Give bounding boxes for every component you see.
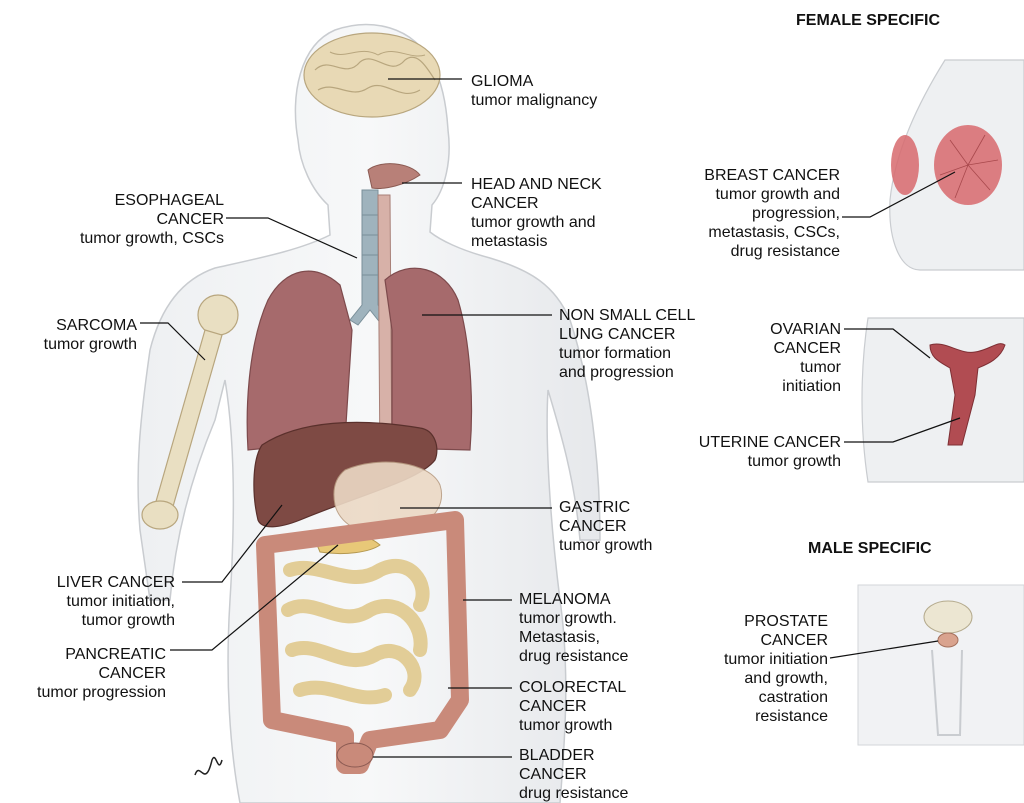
label-liver: LIVER CANCER tumor initiation, tumor gro…	[10, 573, 175, 630]
label-nsclc-desc-2: and progression	[559, 363, 695, 382]
label-colorectal-desc: tumor growth	[519, 716, 626, 735]
label-gastric-name-1: GASTRIC	[559, 498, 652, 517]
label-glioma-name: GLIOMA	[471, 72, 597, 91]
label-nsclc: NON SMALL CELL LUNG CANCER tumor formati…	[559, 306, 695, 382]
label-bladder: BLADDER CANCER drug resistance	[519, 746, 628, 803]
label-prostate-name-1: PROSTATE	[680, 612, 828, 631]
label-ovarian: OVARIAN CANCER tumor initiation	[720, 320, 841, 396]
label-prostate-desc-4: resistance	[680, 707, 828, 726]
label-gastric-desc: tumor growth	[559, 536, 652, 555]
label-esophageal-name-2: CANCER	[20, 210, 224, 229]
male-specific-heading: MALE SPECIFIC	[808, 540, 932, 558]
label-bladder-name-2: CANCER	[519, 765, 628, 784]
uterus-inset	[862, 318, 1024, 482]
label-head-neck: HEAD AND NECK CANCER tumor growth and me…	[471, 175, 602, 251]
label-pancreatic-name-1: PANCREATIC	[6, 645, 166, 664]
label-prostate-desc-3: castration	[680, 688, 828, 707]
label-head-neck-desc-1: tumor growth and	[471, 213, 602, 232]
label-pancreatic-name-2: CANCER	[6, 664, 166, 683]
label-liver-desc-2: tumor growth	[10, 611, 175, 630]
label-uterine: UTERINE CANCER tumor growth	[640, 433, 841, 471]
label-uterine-name: UTERINE CANCER	[640, 433, 841, 452]
label-glioma: GLIOMA tumor malignancy	[471, 72, 597, 110]
label-nsclc-desc-1: tumor formation	[559, 344, 695, 363]
label-ovarian-desc-2: initiation	[720, 377, 841, 396]
female-specific-heading: FEMALE SPECIFIC	[796, 12, 940, 30]
label-gastric: GASTRIC CANCER tumor growth	[559, 498, 652, 555]
label-melanoma-desc-2: Metastasis,	[519, 628, 628, 647]
label-ovarian-desc-1: tumor	[720, 358, 841, 377]
label-nsclc-name-1: NON SMALL CELL	[559, 306, 695, 325]
label-breast: BREAST CANCER tumor growth and progressi…	[640, 166, 840, 261]
label-pancreatic-desc: tumor progression	[6, 683, 166, 702]
label-prostate-desc-2: and growth,	[680, 669, 828, 688]
label-esophageal: ESOPHAGEAL CANCER tumor growth, CSCs	[20, 191, 224, 248]
label-breast-desc-2: progression,	[640, 204, 840, 223]
label-bladder-name-1: BLADDER	[519, 746, 628, 765]
label-liver-name: LIVER CANCER	[10, 573, 175, 592]
label-head-neck-name-1: HEAD AND NECK	[471, 175, 602, 194]
label-colorectal-name-2: CANCER	[519, 697, 626, 716]
label-breast-desc-4: drug resistance	[640, 242, 840, 261]
label-sarcoma-desc: tumor growth	[10, 335, 137, 354]
label-sarcoma-name: SARCOMA	[10, 316, 137, 335]
label-liver-desc-1: tumor initiation,	[10, 592, 175, 611]
label-bladder-desc: drug resistance	[519, 784, 628, 803]
label-glioma-desc: tumor malignancy	[471, 91, 597, 110]
label-breast-desc-1: tumor growth and	[640, 185, 840, 204]
label-sarcoma: SARCOMA tumor growth	[10, 316, 137, 354]
label-colorectal-name-1: COLORECTAL	[519, 678, 626, 697]
label-uterine-desc: tumor growth	[640, 452, 841, 471]
label-melanoma-desc-1: tumor growth.	[519, 609, 628, 628]
label-ovarian-name-2: CANCER	[720, 339, 841, 358]
label-gastric-name-2: CANCER	[559, 517, 652, 536]
label-ovarian-name-1: OVARIAN	[720, 320, 841, 339]
label-colorectal: COLORECTAL CANCER tumor growth	[519, 678, 626, 735]
label-head-neck-name-2: CANCER	[471, 194, 602, 213]
bladder	[337, 743, 373, 767]
label-esophageal-name-1: ESOPHAGEAL	[20, 191, 224, 210]
artist-signature	[195, 758, 222, 775]
label-prostate-name-2: CANCER	[680, 631, 828, 650]
prostate-inset	[858, 585, 1024, 745]
label-prostate: PROSTATE CANCER tumor initiation and gro…	[680, 612, 828, 726]
label-melanoma-name: MELANOMA	[519, 590, 628, 609]
label-esophageal-desc: tumor growth, CSCs	[20, 229, 224, 248]
label-pancreatic: PANCREATIC CANCER tumor progression	[6, 645, 166, 702]
breast-inset	[890, 60, 1024, 270]
label-head-neck-desc-2: metastasis	[471, 232, 602, 251]
label-melanoma-desc-3: drug resistance	[519, 647, 628, 666]
brain	[304, 33, 440, 117]
label-nsclc-name-2: LUNG CANCER	[559, 325, 695, 344]
label-breast-desc-3: metastasis, CSCs,	[640, 223, 840, 242]
label-breast-name: BREAST CANCER	[640, 166, 840, 185]
label-melanoma: MELANOMA tumor growth. Metastasis, drug …	[519, 590, 628, 666]
label-prostate-desc-1: tumor initiation	[680, 650, 828, 669]
